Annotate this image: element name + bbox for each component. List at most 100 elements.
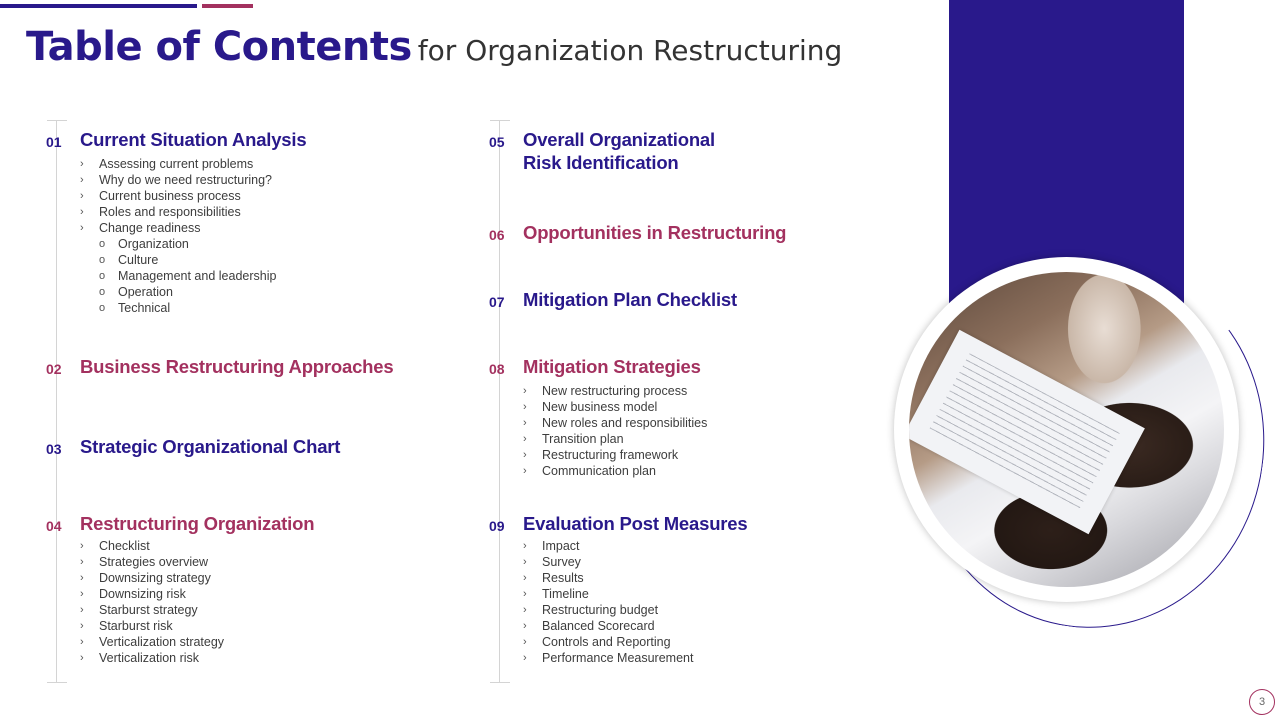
chevron-right-icon: › xyxy=(523,604,527,616)
top-accent-bar-plum xyxy=(202,4,253,8)
timeline-cap-top-right xyxy=(490,120,510,121)
section-number: 05 xyxy=(489,134,505,150)
list-item: ›Balanced Scorecard xyxy=(523,619,655,633)
list-item: ›Checklist xyxy=(80,539,150,553)
chevron-right-icon: › xyxy=(80,206,84,218)
chevron-right-icon: › xyxy=(80,540,84,552)
circle-bullet-icon: o xyxy=(99,254,106,266)
top-accent-bar-navy xyxy=(0,4,197,8)
chevron-right-icon: › xyxy=(523,620,527,632)
section-number: 08 xyxy=(489,361,505,377)
list-item: ›Timeline xyxy=(523,587,589,601)
section-number: 04 xyxy=(46,518,62,534)
section-items: ›Impact ›Survey ›Results ›Timeline ›Rest… xyxy=(523,538,693,666)
chevron-right-icon: › xyxy=(80,652,84,664)
section-items: ›Assessing current problems ›Why do we n… xyxy=(80,156,276,316)
chevron-right-icon: › xyxy=(523,417,527,429)
list-item: ›Results xyxy=(523,571,584,585)
section-heading-line2: Risk Identification xyxy=(523,152,679,173)
list-item: ›Downsizing risk xyxy=(80,587,186,601)
chevron-right-icon: › xyxy=(523,572,527,584)
list-item: ›Performance Measurement xyxy=(523,651,694,665)
section-number: 03 xyxy=(46,441,62,457)
chevron-right-icon: › xyxy=(80,190,84,202)
chevron-right-icon: › xyxy=(523,588,527,600)
circle-bullet-icon: o xyxy=(99,286,106,298)
chevron-right-icon: › xyxy=(80,604,84,616)
document-illustration xyxy=(909,329,1145,535)
circle-bullet-icon: o xyxy=(99,270,106,282)
section-number: 01 xyxy=(46,134,62,150)
section-heading: Mitigation Strategies xyxy=(523,356,701,377)
chevron-right-icon: › xyxy=(80,588,84,600)
section-heading: Mitigation Plan Checklist xyxy=(523,289,737,310)
chevron-right-icon: › xyxy=(80,556,84,568)
section-number: 09 xyxy=(489,518,505,534)
list-item: ›Survey xyxy=(523,555,581,569)
list-item: ›Starburst strategy xyxy=(80,603,198,617)
list-item: ›Starburst risk xyxy=(80,619,173,633)
list-item: ›Communication plan xyxy=(523,464,656,478)
chevron-right-icon: › xyxy=(80,222,84,234)
circle-bullet-icon: o xyxy=(99,302,106,314)
timeline-cap-bottom-right xyxy=(490,682,510,683)
section-items: ›Checklist ›Strategies overview ›Downsiz… xyxy=(80,538,224,666)
chevron-right-icon: › xyxy=(523,556,527,568)
section-heading: Opportunities in Restructuring xyxy=(523,222,787,243)
page-title-main: Table of Contents xyxy=(26,24,412,70)
section-heading: Restructuring Organization xyxy=(80,513,315,534)
section-heading: Business Restructuring Approaches xyxy=(80,356,394,377)
list-item: ›New restructuring process xyxy=(523,384,688,398)
list-item: ›New business model xyxy=(523,400,658,414)
chevron-right-icon: › xyxy=(523,433,527,445)
timeline-cap-bottom-left xyxy=(47,682,67,683)
chevron-right-icon: › xyxy=(523,652,527,664)
list-item: ›Restructuring budget xyxy=(523,603,659,617)
list-item: ›Restructuring framework xyxy=(523,448,679,462)
chevron-right-icon: › xyxy=(523,449,527,461)
chevron-right-icon: › xyxy=(523,401,527,413)
chevron-right-icon: › xyxy=(523,465,527,477)
list-item: ›Roles and responsibilities xyxy=(80,205,241,219)
chevron-right-icon: › xyxy=(80,636,84,648)
timeline-line-right xyxy=(499,120,500,683)
timeline-cap-top-left xyxy=(47,120,67,121)
section-heading: Evaluation Post Measures xyxy=(523,513,748,534)
list-item: ›Verticalization risk xyxy=(80,651,200,665)
list-item: ›Transition plan xyxy=(523,432,624,446)
timeline-line-left xyxy=(56,120,57,683)
section-number: 06 xyxy=(489,227,505,243)
section-items: ›New restructuring process ›New business… xyxy=(523,383,707,479)
list-item: ›Controls and Reporting xyxy=(523,635,671,649)
circle-bullet-icon: o xyxy=(99,238,106,250)
list-item: ›Change readiness xyxy=(80,221,201,235)
page-title-sub: for Organization Restructuring xyxy=(417,34,843,67)
chevron-right-icon: › xyxy=(80,620,84,632)
section-number: 07 xyxy=(489,294,505,310)
list-item: ›Why do we need restructuring? xyxy=(80,173,273,187)
page-number-badge: 3 xyxy=(1249,689,1275,715)
business-meeting-photo xyxy=(909,272,1224,587)
chevron-right-icon: › xyxy=(523,385,527,397)
list-item: ›Assessing current problems xyxy=(80,157,254,171)
section-heading: Overall Organizational xyxy=(523,129,715,150)
list-item: ›Impact xyxy=(523,539,580,553)
section-heading: Strategic Organizational Chart xyxy=(80,436,341,457)
chevron-right-icon: › xyxy=(523,540,527,552)
list-item: ›Current business process xyxy=(80,189,241,203)
chevron-right-icon: › xyxy=(80,572,84,584)
list-item: ›New roles and responsibilities xyxy=(523,416,708,430)
list-item: ›Strategies overview xyxy=(80,555,209,569)
chevron-right-icon: › xyxy=(523,636,527,648)
list-item: ›Verticalization strategy xyxy=(80,635,225,649)
section-heading: Current Situation Analysis xyxy=(80,129,307,150)
chevron-right-icon: › xyxy=(80,158,84,170)
list-item: ›Downsizing strategy xyxy=(80,571,211,585)
chevron-right-icon: › xyxy=(80,174,84,186)
section-number: 02 xyxy=(46,361,62,377)
